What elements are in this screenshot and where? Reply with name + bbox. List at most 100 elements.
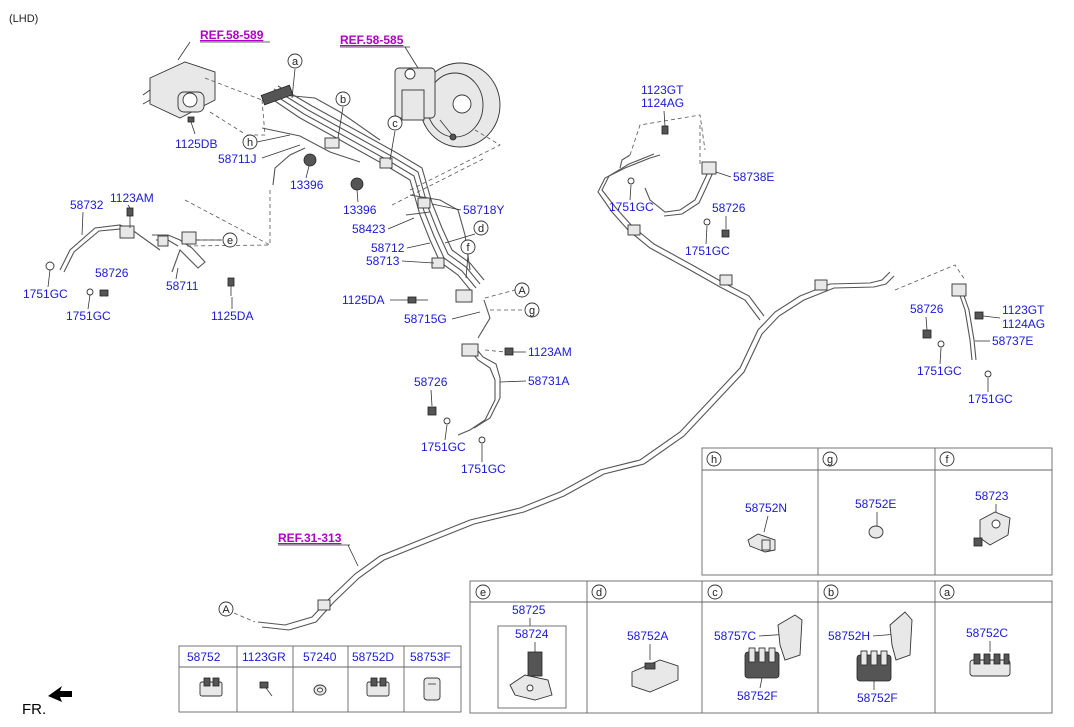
part-label[interactable]: 1123AM [528,345,572,359]
callout-g[interactable]: g [490,302,540,318]
rear-pipe-run [257,114,895,631]
callout-b[interactable]: b [335,91,351,139]
part-label[interactable]: 13396 [290,178,324,192]
detail-part[interactable]: 58752E [855,497,896,511]
detail-key: a [944,587,951,599]
detail-key: b [828,587,834,599]
part-label[interactable]: 1123AM [110,191,154,205]
svg-text:e: e [227,235,233,247]
part-label[interactable]: 58711 [166,279,199,293]
part-label[interactable]: 1125DB [175,137,217,151]
callout-c[interactable]: c [387,115,403,161]
callout-e[interactable]: e [196,232,238,248]
legend-header[interactable]: 57240 [303,650,337,664]
ref-label-booster[interactable]: REF.58-585 [340,33,404,47]
svg-text:g: g [529,305,535,317]
part-label[interactable]: 58726 [414,375,448,389]
detail-part[interactable]: 58752C [966,626,1008,640]
detail-key: g [827,454,833,466]
grommet-57240-icon [313,684,327,696]
part-label[interactable]: 58737E [992,334,1033,348]
clip-58752D-icon [366,677,390,697]
ref-label-fuel[interactable]: REF.31-313 [278,531,342,545]
svg-text:A: A [518,285,526,297]
detail-key: f [945,454,949,466]
detail-part[interactable]: 58757C [714,629,756,643]
part-label[interactable]: 1751GC [461,462,506,476]
front-arrow-icon [48,686,72,702]
bolt-1123GR-icon [259,681,273,697]
clip-58752A-icon [631,659,679,693]
abs-module [142,61,263,135]
detail-part[interactable]: 58752F [737,689,778,703]
part-label[interactable]: 1124AG [641,96,684,110]
part-label[interactable]: 1123GT [1002,303,1045,317]
detail-part[interactable]: 58752N [745,501,787,515]
part-label[interactable]: 1751GC [421,440,466,454]
clip-58752F-c-icon [744,647,780,679]
part-label[interactable]: 58726 [712,201,746,215]
brake-booster [394,62,501,148]
part-label[interactable]: 1123GT [641,83,684,97]
callout-a[interactable]: a [287,53,303,99]
part-label[interactable]: 58738E [733,170,774,184]
part-label[interactable]: 58732 [70,198,104,212]
part-label[interactable]: 1751GC [23,287,68,301]
drive-side-label: (LHD) [9,13,38,25]
clip-58752E-icon [868,525,884,539]
clip-58752C-icon [969,653,1011,677]
clip-58752N-icon [747,533,776,553]
svg-text:A: A [222,604,230,616]
clip-58752F-b-icon [856,650,892,682]
detail-grid-bottom: e 58725 58724 d 58752A c 58757C [469,580,1053,714]
clip-58723-icon [973,511,1011,547]
part-label[interactable]: 58715G [404,312,447,326]
legend-header[interactable]: 58752D [352,650,394,664]
part-label[interactable]: 58726 [910,302,944,316]
right-front-hose [427,299,514,444]
detail-part[interactable]: 58725 [512,603,546,617]
part-label[interactable]: 1751GC [917,364,962,378]
svg-text:d: d [478,223,484,235]
part-label[interactable]: 1751GC [66,309,111,323]
part-label[interactable]: 1751GC [685,244,730,258]
part-label[interactable]: 58712 [371,241,405,255]
part-label[interactable]: 1124AG [1002,317,1045,331]
part-label[interactable]: 58423 [352,222,386,236]
part-label[interactable]: 58718Y [463,203,504,217]
legend-header[interactable]: 58753F [410,650,451,664]
callout-d[interactable]: d [444,220,489,244]
clip-58753F-icon [423,677,441,701]
callout-A-lower[interactable]: A [218,601,256,623]
rear-left-hose [627,125,730,238]
part-label[interactable]: 13396 [343,203,377,217]
ref-label-abs[interactable]: REF.58-589 [200,28,264,42]
detail-part[interactable]: 58723 [975,489,1009,503]
part-label[interactable]: 58731A [528,374,569,388]
part-label[interactable]: 58711J [218,152,256,166]
callout-h[interactable]: h [242,134,291,150]
detail-part[interactable]: 58752H [828,629,870,643]
svg-text:f: f [466,242,470,254]
part-label[interactable]: 58726 [95,266,129,280]
legend-header[interactable]: 1123GR [242,650,286,664]
svg-text:c: c [392,118,398,130]
part-label[interactable]: 1751GC [968,392,1013,406]
bracket-58724-icon [509,651,553,701]
detail-part[interactable]: 58752A [627,629,668,643]
bolt-1125DB [187,116,196,135]
svg-text:a: a [292,56,299,68]
detail-part[interactable]: 58724 [515,627,549,641]
front-label: FR. [22,701,46,718]
bracket-58757C-icon [777,614,803,661]
legend-header[interactable]: 58752 [187,650,221,664]
part-label[interactable]: 1125DA [211,309,253,323]
callout-f[interactable]: f [460,239,476,279]
part-label[interactable]: 1125DA [342,293,384,307]
part-label[interactable]: 1751GC [609,200,654,214]
part-label[interactable]: 58713 [366,254,400,268]
detail-part[interactable]: 58752F [857,691,898,705]
callout-A-upper[interactable]: A [484,282,530,299]
detail-grid-top: h 58752N g 58752E f 58723 [701,447,1053,576]
